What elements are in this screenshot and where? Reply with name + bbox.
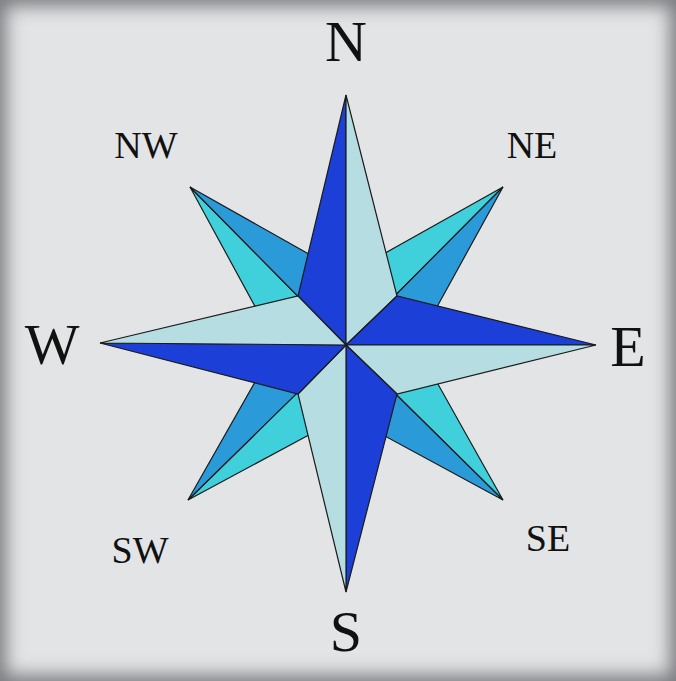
compass-label: NE: [507, 126, 558, 164]
compass-label: SE: [526, 519, 570, 557]
star-arm: [100, 296, 346, 345]
compass-label: E: [610, 318, 645, 376]
compass-label: W: [25, 316, 80, 374]
compass-label: S: [330, 603, 362, 661]
compass-label: SW: [112, 531, 169, 569]
compass-label: N: [325, 13, 367, 71]
star-arm: [346, 345, 397, 592]
cardinal-star: [100, 95, 596, 592]
star-arm: [346, 296, 596, 345]
star-arm: [100, 343, 346, 394]
compass-label: NW: [114, 126, 177, 164]
